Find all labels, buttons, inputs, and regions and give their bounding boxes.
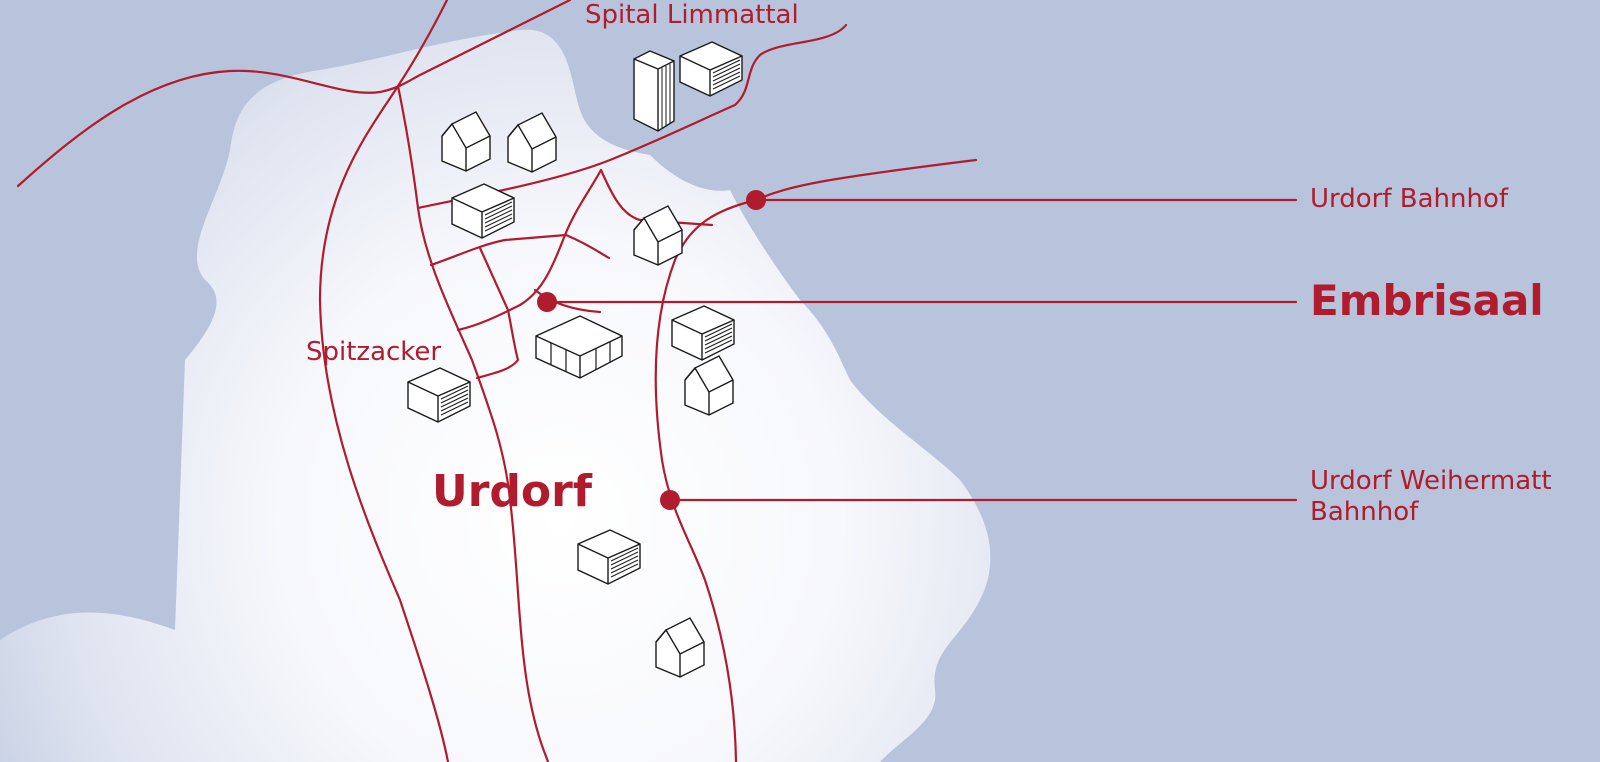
- stop-label-weihermatt-line2: Bahnhof: [1310, 497, 1419, 528]
- road-east: [654, 158, 978, 762]
- stop-marker-icon: [746, 190, 766, 210]
- street-3: [599, 168, 714, 227]
- office-building-icon: [679, 41, 743, 97]
- land-area: [0, 29, 991, 762]
- stop-label-urdorf-bahnhof: Urdorf Bahnhof: [1310, 184, 1509, 214]
- stop-marker-icon: [537, 292, 557, 312]
- tower-building-icon: [633, 50, 675, 132]
- street-1: [429, 233, 611, 267]
- stop-marker-icon: [660, 490, 680, 510]
- stop-label-embrisaal: Embrisaal: [1310, 276, 1544, 325]
- stop-label-weihermatt: Urdorf Weihermatt Bahnhof: [1310, 466, 1552, 528]
- place-label-hospital: Spital Limmattal: [585, 0, 799, 30]
- place-label-district: Spitzacker: [306, 337, 442, 367]
- street-4: [475, 246, 520, 380]
- road-hospital: [416, 23, 848, 210]
- town-label: Urdorf: [432, 466, 592, 517]
- road-network: [16, 0, 1298, 762]
- road-central: [396, 84, 550, 762]
- street-5: [533, 288, 602, 314]
- street-2: [456, 168, 603, 332]
- stop-label-weihermatt-line1: Urdorf Weihermatt: [1310, 466, 1552, 496]
